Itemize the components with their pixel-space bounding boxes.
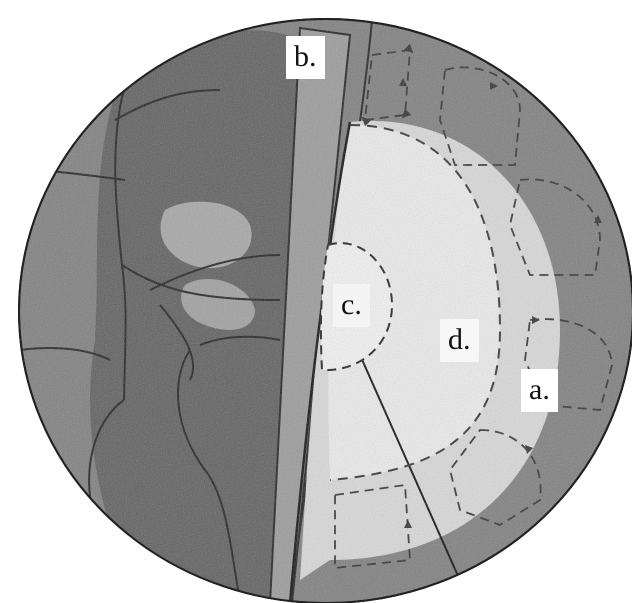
label-a: a. xyxy=(521,369,558,412)
label-c: c. xyxy=(333,284,370,327)
label-b: b. xyxy=(286,36,325,79)
label-d: d. xyxy=(440,319,479,362)
